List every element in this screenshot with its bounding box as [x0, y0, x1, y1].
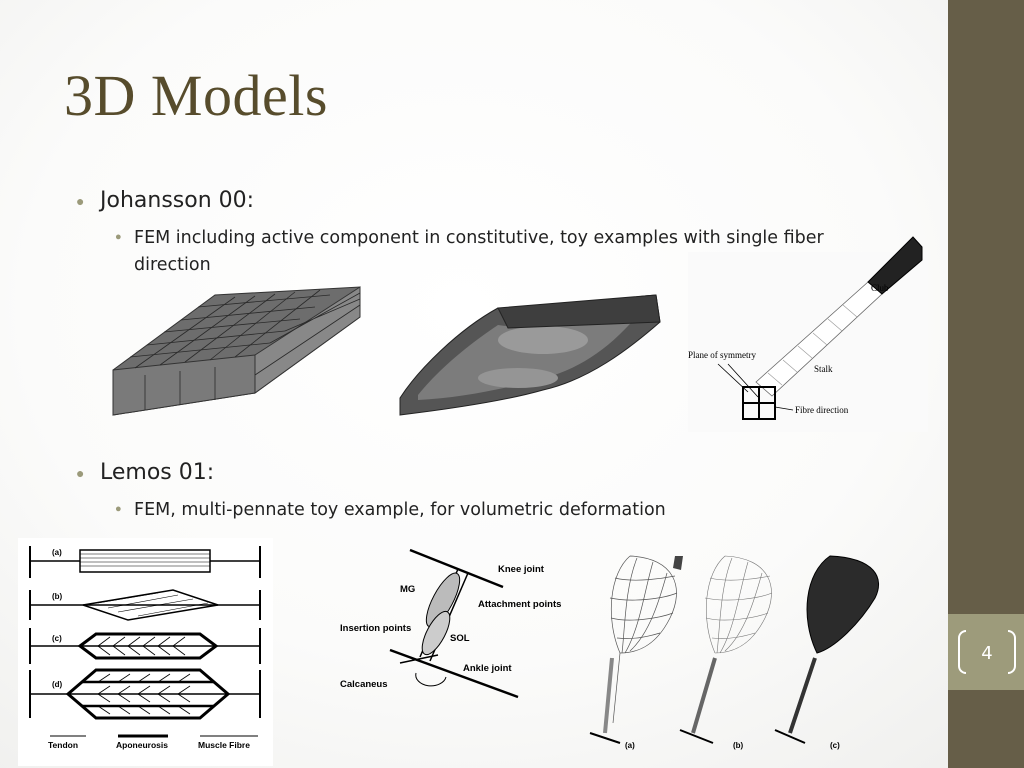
legend-tendon: Tendon [48, 740, 78, 750]
label-sol: SOL [450, 633, 470, 644]
label-club: Club [871, 283, 889, 293]
bullet-dot: ● [115, 503, 122, 515]
panel-c-label: (c) [52, 634, 62, 643]
subbullet-johansson: FEM including active component in consti… [134, 228, 824, 275]
label-knee: Knee joint [498, 564, 545, 575]
panel-b-label: (b) [52, 592, 63, 601]
page-number-box [948, 614, 1024, 690]
label-insertion: Insertion points [340, 623, 411, 634]
label-stalk: Stalk [814, 364, 833, 374]
bullet-dot: ● [76, 193, 85, 209]
page-number: 4 [981, 642, 993, 664]
panel-a-label: (a) [625, 741, 635, 750]
label-calcaneus: Calcaneus [340, 679, 388, 690]
pennate-schematic-figure: (a) (b) (c) (d) Tendon Aponeurosis Muscl… [18, 538, 273, 766]
bullet-lemos: Lemos 01: [100, 460, 215, 485]
stalk-club-figure: Club Plane of symmetry Stalk Fibre direc… [688, 236, 928, 432]
bullet-johansson: Johansson 00: [100, 188, 255, 213]
deformed-mesh-figure [399, 294, 661, 416]
label-attachment: Attachment points [478, 599, 561, 610]
panel-c-label: (c) [830, 741, 840, 750]
panel-d-label: (d) [52, 680, 63, 689]
muscle-meshes-figure: (a) (b) (c) [589, 555, 879, 750]
label-ankle: Ankle joint [463, 663, 512, 674]
legend-muscle-fibre: Muscle Fibre [198, 740, 250, 750]
label-mg: MG [400, 584, 415, 595]
label-plane: Plane of symmetry [688, 350, 756, 360]
subbullet-lemos: FEM, multi-pennate toy example, for volu… [134, 500, 666, 520]
panel-b-label: (b) [733, 741, 744, 750]
panel-a-label: (a) [52, 548, 62, 557]
page-brace-left [958, 630, 966, 674]
slide-title: 3D Models [64, 63, 328, 128]
legend-aponeurosis: Aponeurosis [116, 740, 168, 750]
mesh-plate-figure [112, 286, 361, 416]
bullet-dot: ● [115, 231, 122, 243]
label-fibre: Fibre direction [795, 405, 849, 415]
leg-schematic-figure: MG Knee joint Attachment points Insertio… [340, 548, 561, 699]
bullet-dot: ● [76, 465, 85, 481]
